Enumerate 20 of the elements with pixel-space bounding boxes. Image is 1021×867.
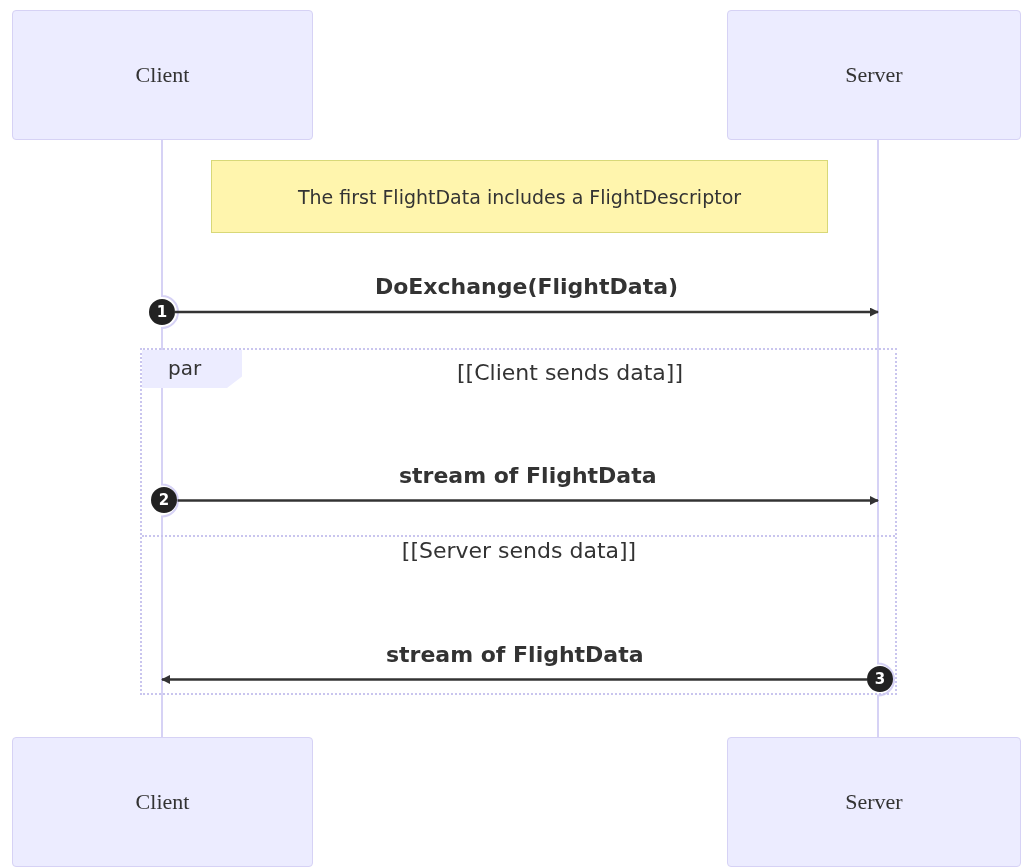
step-number-badge: 1: [149, 299, 175, 325]
lifeline: [161, 139, 179, 738]
note-box: The first FlightData includes a FlightDescriptor: [211, 160, 828, 233]
participant-box: Server: [727, 10, 1021, 140]
message-arrow: [175, 307, 879, 317]
step-number-badge: 2: [151, 487, 177, 513]
message-arrow: [177, 496, 879, 505]
participant-box: Client: [12, 10, 313, 140]
lifeline: [877, 139, 895, 738]
message-label: stream of FlightData: [385, 641, 644, 667]
participant-box: Server: [727, 737, 1021, 867]
guard-condition: [[Client sends data]]: [456, 360, 684, 385]
guard-condition: [[Server sends data]]: [400, 538, 638, 563]
message-label: DoExchange(FlightData): [374, 274, 679, 299]
message-arrow: [161, 675, 868, 684]
par-fragment: [140, 348, 897, 695]
message-label: stream of FlightData: [398, 462, 657, 488]
participant-box: Client: [12, 737, 313, 867]
step-number-badge: 3: [867, 666, 893, 692]
fragment-tab: par: [142, 350, 242, 388]
